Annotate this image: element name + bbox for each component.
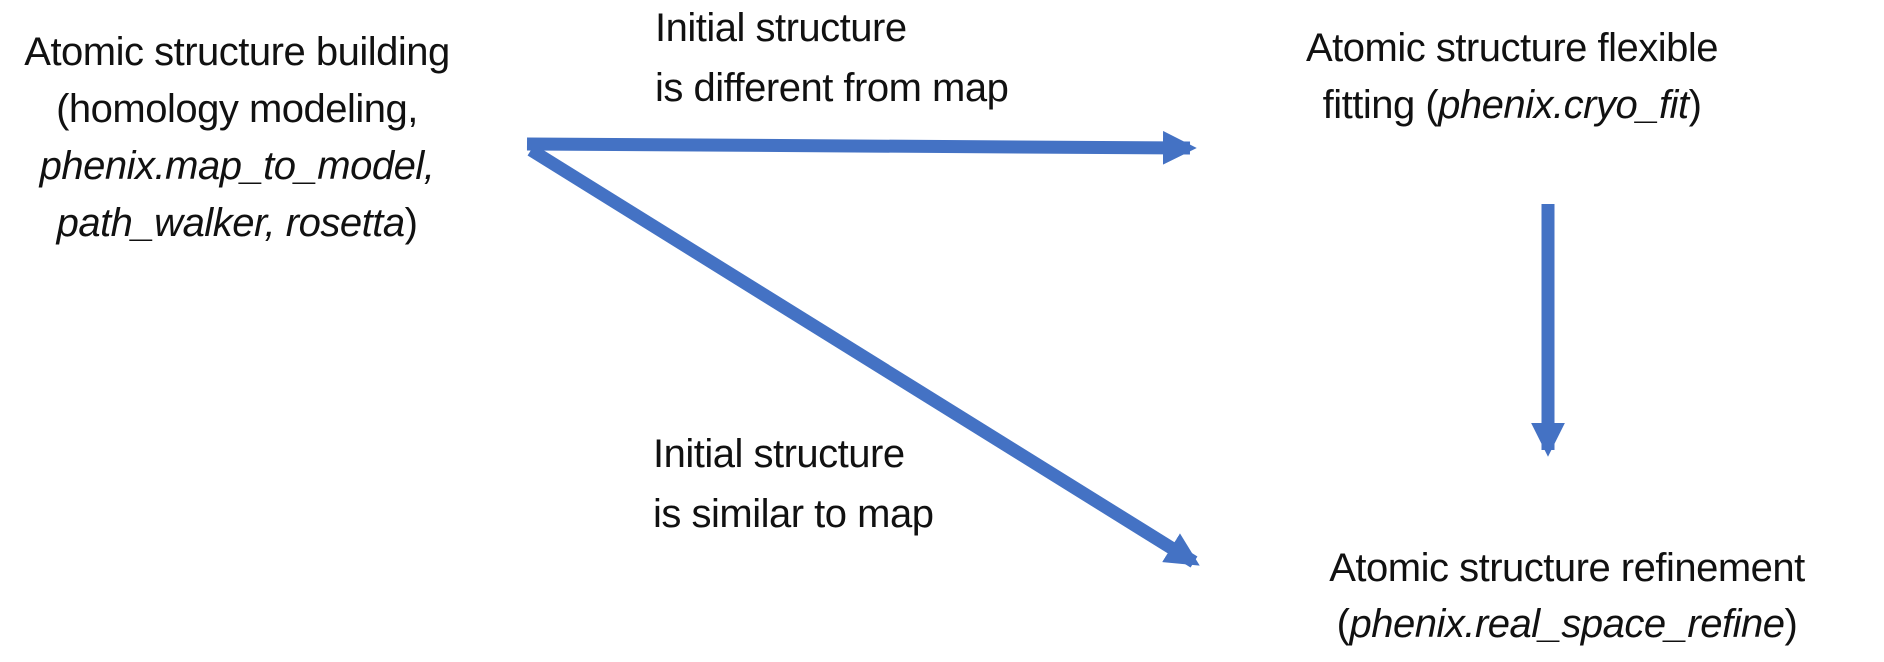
edge-label-similar-to-map: Initial structure is similar to map (653, 424, 934, 544)
node-building-line2: (homology modeling, (56, 87, 418, 131)
edge-label-different-from-map: Initial structure is different from map (655, 0, 1009, 118)
node-refinement-line2: (phenix.real_space_refine) (1336, 602, 1798, 646)
node-atomic-structure-building: Atomic structure building (homology mode… (0, 24, 474, 252)
label-similar-line1: Initial structure (653, 432, 905, 476)
arrow-building-to-flexible-fitting (526, 130, 1197, 165)
label-similar-line2: is similar to map (653, 492, 934, 536)
node-building-line1: Atomic structure building (24, 30, 450, 74)
node-building-line4: path_walker, rosetta) (56, 201, 418, 245)
label-different-line1: Initial structure (655, 6, 907, 50)
node-building-line3: phenix.map_to_model, (39, 144, 435, 188)
node-atomic-structure-refinement: Atomic structure refinement (phenix.real… (1247, 540, 1884, 652)
node-fitting-line1: Atomic structure flexible (1305, 26, 1719, 70)
label-different-line2: is different from map (655, 66, 1009, 110)
node-refinement-line1: Atomic structure refinement (1329, 546, 1805, 590)
node-fitting-line2: fitting (phenix.cryo_fit) (1322, 83, 1702, 127)
node-atomic-structure-flexible-fitting: Atomic structure flexible fitting (pheni… (1232, 20, 1792, 134)
